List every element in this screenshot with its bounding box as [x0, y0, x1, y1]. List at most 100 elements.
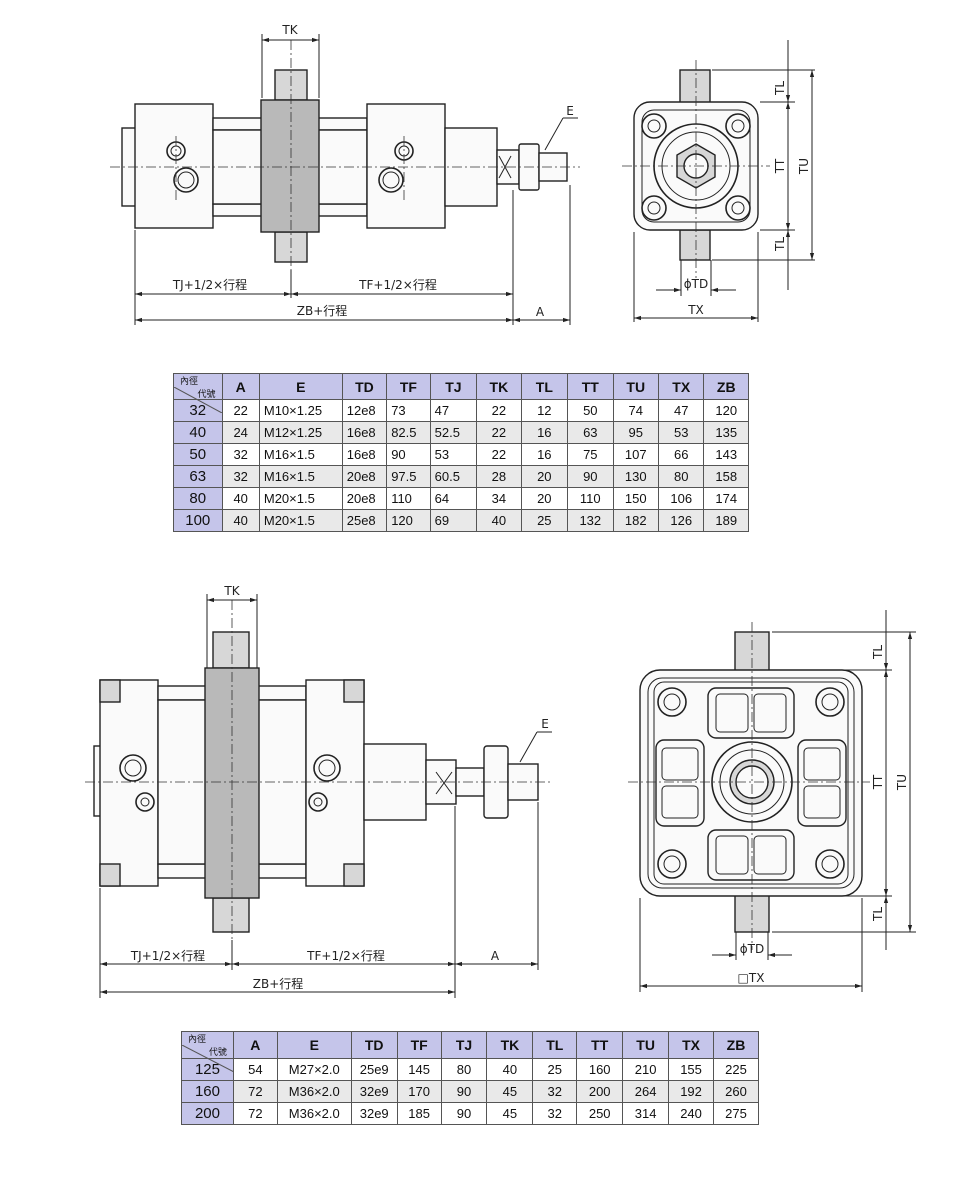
- table-cell: 54: [232, 1058, 278, 1081]
- table-cell: 40: [221, 509, 260, 532]
- bottom-tl-lower-label: TL: [871, 907, 885, 922]
- table-cell: 22: [476, 443, 522, 466]
- table-row: 200 72 M36×2.0 32e9 185 90 45 32 250 314…: [181, 1102, 759, 1125]
- top-zb-label: ZB+行程: [297, 303, 348, 318]
- col-header: A: [221, 373, 260, 400]
- table-cell: 82.5: [386, 421, 431, 444]
- table-cell: M20×1.5: [258, 487, 343, 510]
- table-cell: 73: [386, 399, 431, 422]
- col-header: TK: [486, 1031, 534, 1059]
- top-tj-label: TJ+1/2×行程: [172, 277, 247, 292]
- table-cell: 110: [567, 487, 614, 510]
- top-tk-label: TK: [281, 23, 298, 37]
- table-row: 32 22 M10×1.25 12e8 73 47 22 12 50 74 47…: [173, 399, 749, 422]
- table-cell: 64: [429, 487, 478, 510]
- col-header: TJ: [429, 373, 478, 400]
- table-cell: 66: [657, 443, 705, 466]
- col-header: TL: [520, 373, 569, 400]
- bottom-tx-label: □TX: [738, 971, 765, 985]
- table-cell: 53: [429, 443, 478, 466]
- table-cell: 20: [520, 465, 569, 488]
- table-cell: 80: [440, 1058, 488, 1081]
- table-cell: 47: [429, 399, 478, 422]
- table-cell: 80: [173, 487, 223, 510]
- table-cell: 97.5: [386, 465, 431, 488]
- table-cell: 32e9: [350, 1102, 398, 1125]
- table-cell: M16×1.5: [258, 443, 343, 466]
- top-tf-label: TF+1/2×行程: [358, 277, 437, 292]
- table-corner-header: 代號 內徑: [181, 1031, 234, 1072]
- table-cell: 160: [576, 1058, 624, 1081]
- table-cell: 16: [520, 443, 569, 466]
- top-td-label: ϕTD: [684, 277, 709, 291]
- top-tu-label: TU: [797, 158, 811, 175]
- table-cell: 28: [476, 465, 522, 488]
- table-cell: 22: [221, 399, 260, 422]
- table-cell: 120: [703, 399, 749, 422]
- table-cell: M10×1.25: [258, 399, 343, 422]
- table-row: 63 32 M16×1.5 20e8 97.5 60.5 28 20 90 13…: [173, 465, 749, 488]
- table-cell: 126: [657, 509, 705, 532]
- table-cell: 135: [703, 421, 749, 444]
- table-cell: 150: [612, 487, 660, 510]
- table-cell: 210: [622, 1058, 670, 1081]
- table-cell: 63: [567, 421, 614, 444]
- bottom-e-label: E: [541, 717, 549, 731]
- table-cell: 155: [668, 1058, 714, 1081]
- bottom-tf-label: TF+1/2×行程: [306, 948, 385, 963]
- table-cell: 40: [486, 1058, 534, 1081]
- table-cell: 16: [520, 421, 569, 444]
- table-cell: 189: [703, 509, 749, 532]
- col-header: E: [258, 373, 343, 400]
- table-cell: 45: [486, 1080, 534, 1103]
- bottom-a-label: A: [491, 949, 500, 963]
- table-cell: 25e9: [350, 1058, 398, 1081]
- table-cell: 107: [612, 443, 660, 466]
- table-cell: 50: [173, 443, 223, 466]
- table-cell: 250: [576, 1102, 624, 1125]
- table-cell: 174: [703, 487, 749, 510]
- table-row: 160 72 M36×2.0 32e9 170 90 45 32 200 264…: [181, 1080, 759, 1103]
- col-header: TT: [576, 1031, 624, 1059]
- col-header: TU: [612, 373, 660, 400]
- table-cell: 50: [567, 399, 614, 422]
- bottom-tu-label: TU: [895, 774, 909, 791]
- table-cell: 72: [232, 1080, 278, 1103]
- table-cell: 100: [173, 509, 223, 532]
- table-cell: 40: [173, 421, 223, 444]
- table-cell: 132: [567, 509, 614, 532]
- table-cell: 182: [612, 509, 660, 532]
- table-cell: M12×1.25: [258, 421, 343, 444]
- table-cell: 90: [440, 1080, 488, 1103]
- table-cell: 20e8: [341, 487, 388, 510]
- table-cell: 32: [221, 443, 260, 466]
- top-spec-table: 代號 內徑 A E TD TF TJ TK TL TT TU TX ZB 32 …: [173, 373, 749, 532]
- table-cell: 90: [386, 443, 431, 466]
- col-header: TT: [567, 373, 614, 400]
- top-end-view: TL TT TL TU ϕTD TX: [622, 40, 815, 322]
- top-tt-label: TT: [773, 158, 787, 174]
- table-cell: 25: [520, 509, 569, 532]
- table-cell: 40: [221, 487, 260, 510]
- table-cell: 25e8: [341, 509, 388, 532]
- col-header: TU: [622, 1031, 670, 1059]
- table-cell: 275: [713, 1102, 759, 1125]
- bottom-spec-table: 代號 內徑 A E TD TF TJ TK TL TT TU TX ZB 125…: [181, 1031, 759, 1125]
- col-header: TD: [341, 373, 388, 400]
- top-tl-upper-label: TL: [773, 81, 787, 96]
- table-cell: 22: [476, 399, 522, 422]
- table-cell: M27×2.0: [276, 1058, 352, 1081]
- table-cell: 32e9: [350, 1080, 398, 1103]
- table-corner-header: 代號 內徑: [173, 373, 223, 413]
- table-row: 100 40 M20×1.5 25e8 120 69 40 25 132 182…: [173, 509, 749, 532]
- table-cell: 40: [476, 509, 522, 532]
- table-cell: 145: [396, 1058, 442, 1081]
- table-cell: 160: [181, 1080, 234, 1103]
- table-cell: 32: [532, 1102, 578, 1125]
- table-cell: M36×2.0: [276, 1102, 352, 1125]
- table-cell: 63: [173, 465, 223, 488]
- table-cell: 47: [657, 399, 705, 422]
- table-cell: 264: [622, 1080, 670, 1103]
- table-cell: M16×1.5: [258, 465, 343, 488]
